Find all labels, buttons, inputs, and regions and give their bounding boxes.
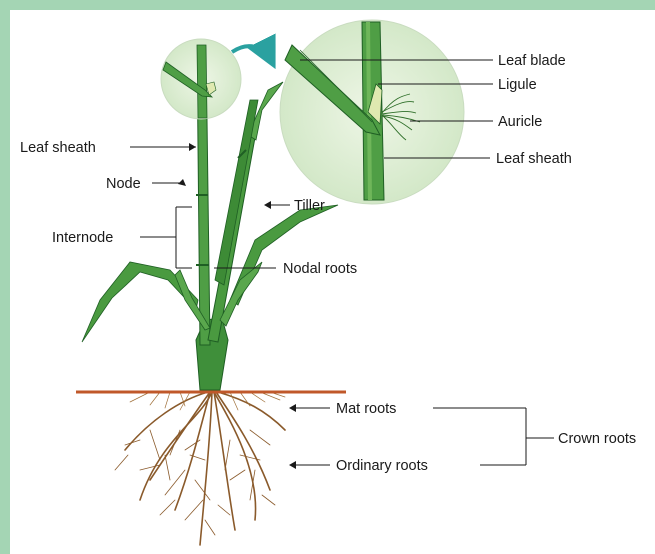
label-leaf-blade: Leaf blade	[498, 53, 566, 69]
label-internode: Internode	[52, 230, 113, 246]
label-tiller: Tiller	[294, 198, 325, 214]
label-auricle: Auricle	[498, 114, 542, 130]
detail-circle-large	[280, 20, 464, 204]
label-ordinary-roots: Ordinary roots	[336, 458, 428, 474]
label-mat-roots: Mat roots	[336, 401, 396, 417]
root-system	[115, 392, 285, 545]
label-ligule: Ligule	[498, 77, 537, 93]
label-leaf-sheath: Leaf sheath	[20, 140, 96, 156]
label-crown-roots: Crown roots	[558, 431, 636, 447]
label-leaf-sheath-inset: Leaf sheath	[496, 151, 572, 167]
label-node: Node	[106, 176, 141, 192]
detail-circle-small	[161, 39, 241, 119]
label-nodal-roots: Nodal roots	[283, 261, 357, 277]
zoom-arrow	[232, 46, 272, 62]
